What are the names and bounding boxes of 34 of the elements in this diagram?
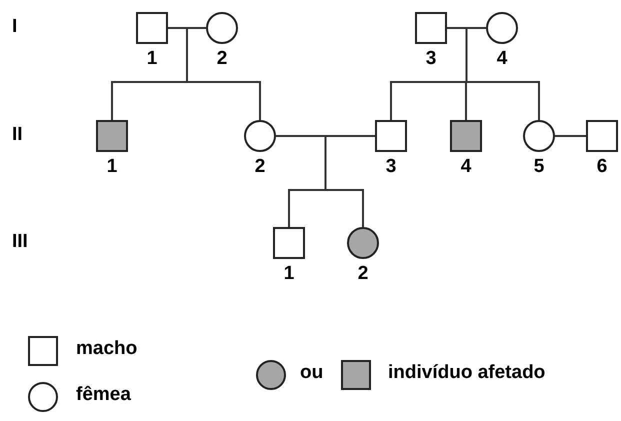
individual-number: 2	[254, 156, 266, 178]
affected-female-circle	[347, 227, 379, 259]
legend-label: macho	[76, 338, 138, 360]
pedigree-line	[555, 135, 586, 137]
individual-number: 3	[424, 48, 438, 70]
female-circle	[244, 120, 276, 152]
individual-number: 2	[356, 263, 370, 285]
female-circle	[206, 12, 238, 44]
individual-number: 1	[282, 263, 296, 285]
generation-label: II	[12, 124, 23, 146]
pedigree-line	[324, 135, 375, 227]
individual-number: 5	[532, 156, 546, 178]
male-square	[586, 120, 618, 152]
individual-number: 3	[384, 156, 398, 178]
pedigree-line	[466, 27, 540, 120]
male-square	[415, 12, 447, 44]
affected-male-square	[96, 120, 128, 152]
legend-label: indivíduo afetado	[388, 362, 546, 384]
female-circle	[523, 120, 555, 152]
individual-number: 4	[460, 156, 472, 178]
female-circle	[486, 12, 518, 44]
male-square	[375, 120, 407, 152]
legend-label: fêmea	[76, 384, 131, 406]
generation-label: I	[12, 16, 18, 38]
individual-number: 1	[146, 48, 158, 70]
legend-connector-word: ou	[300, 362, 324, 384]
individual-number: 4	[496, 48, 508, 70]
individual-number: 6	[596, 156, 608, 178]
male-square	[273, 227, 305, 259]
individual-number: 2	[216, 48, 228, 70]
affected-male-square	[450, 120, 482, 152]
male-square	[136, 12, 168, 44]
generation-label: III	[12, 231, 28, 253]
individual-number: 1	[106, 156, 118, 178]
